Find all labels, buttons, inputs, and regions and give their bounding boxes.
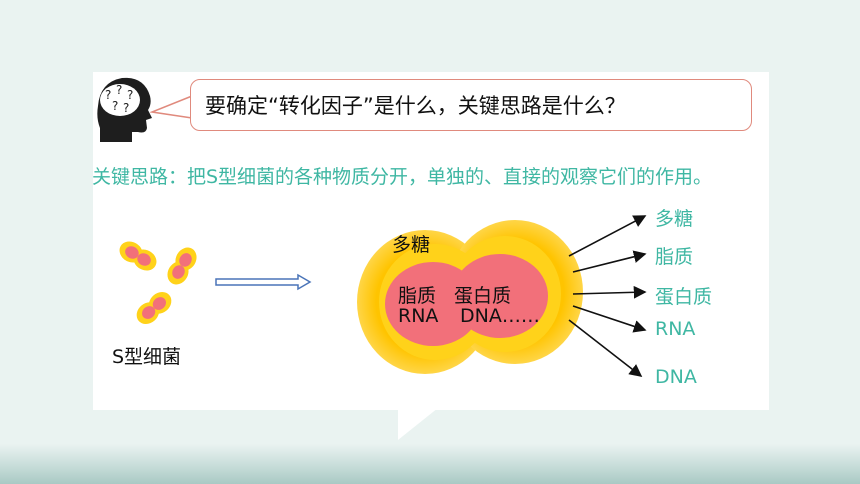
- card-tail: [398, 408, 438, 440]
- s-bacteria-icon: [119, 241, 197, 325]
- component-label-rna: RNA: [655, 318, 696, 340]
- inner-label-rna: RNA: [398, 305, 439, 327]
- inner-label-lipid: 脂质: [398, 285, 437, 307]
- thinking-head-icon: ? ? ? ? ?: [97, 77, 152, 142]
- question-text: 要确定“转化因子”是什么，关键思路是什么？: [205, 94, 626, 118]
- question-bubble: 要确定“转化因子”是什么，关键思路是什么？: [190, 79, 752, 131]
- process-arrow-icon: [215, 273, 312, 291]
- svg-text:?: ?: [116, 83, 122, 97]
- component-label-lipid: 脂质: [655, 246, 694, 268]
- component-label-dna: DNA: [655, 366, 697, 388]
- key-idea-text: 关键思路：把S型细菌的各种物质分开，单独的、直接的观察它们的作用。: [92, 166, 713, 188]
- bacterium-cell-diagram: [357, 220, 583, 374]
- background-bottom-band: [0, 444, 860, 484]
- speech-bubble-tail: [150, 94, 194, 120]
- separation-arrows: [568, 215, 647, 377]
- svg-text:?: ?: [105, 88, 111, 102]
- svg-text:?: ?: [112, 99, 118, 113]
- component-label-polysaccharide: 多糖: [655, 208, 694, 230]
- svg-text:?: ?: [127, 88, 133, 102]
- svg-text:?: ?: [123, 101, 129, 115]
- capsule-label: 多糖: [392, 234, 431, 256]
- inner-label-protein: 蛋白质: [454, 285, 512, 307]
- inner-label-dna: DNA……: [460, 305, 540, 327]
- component-label-protein: 蛋白质: [655, 286, 713, 308]
- s-bacteria-label: S型细菌: [112, 346, 182, 368]
